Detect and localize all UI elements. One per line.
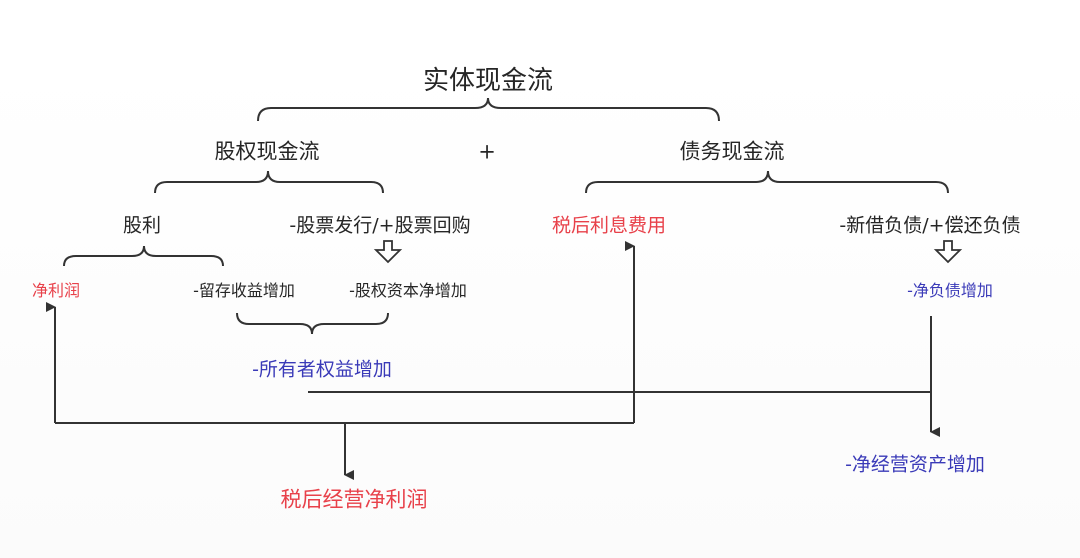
label-net-debt-increase: -净负债增加 [907,281,993,300]
brace-debt-cash-flow [585,170,949,194]
brace-equity-cash-flow [154,170,384,194]
label-plus: + [478,139,496,164]
label-after-tax-interest: 税后利息费用 [551,214,667,237]
label-equity-cash-flow: 股权现金流 [214,139,320,164]
hollow-arrow-stock [373,240,403,264]
label-net-profit: 净利润 [31,281,81,300]
label-equity-capital-net-increase: -股权资本净增加 [349,281,467,300]
brace-entity-cash-flow [257,97,720,122]
brace-dividends [63,245,224,267]
label-new-borrow-repay: -新借负债/+偿还负债 [839,214,1021,237]
label-after-tax-operating-net-profit: 税后经营净利润 [280,487,428,512]
label-net-operating-assets-increase: -净经营资产增加 [845,453,985,476]
label-stock-issue-buyback: -股票发行/+股票回购 [289,214,471,237]
label-retained-earnings-increase: -留存收益增加 [193,281,295,300]
brace-owners-equity [236,312,389,335]
label-entity-cash-flow: 实体现金流 [422,66,554,96]
label-owners-equity-increase: -所有者权益增加 [252,358,392,381]
label-dividends: 股利 [122,214,162,237]
hollow-arrow-debt [933,240,963,264]
label-debt-cash-flow: 债务现金流 [679,139,785,164]
